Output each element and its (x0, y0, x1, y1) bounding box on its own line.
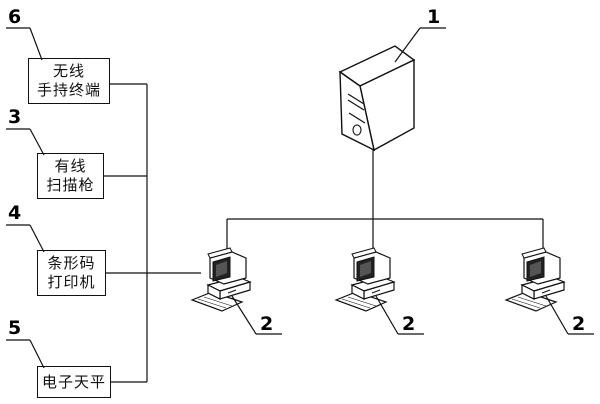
callout-5: 5 (6, 317, 45, 369)
callout-number: 1 (427, 6, 440, 28)
callout-number: 3 (8, 106, 21, 128)
device-label-line: 条形码 (47, 254, 96, 272)
callout-number: 6 (8, 6, 21, 28)
callout-number: 2 (260, 313, 273, 335)
callout-6: 6 (6, 6, 43, 61)
callout-4: 4 (6, 202, 45, 253)
device-label-line: 有线 (54, 157, 87, 175)
callout-number: 5 (8, 317, 21, 339)
device-label-line: 扫描枪 (46, 176, 95, 194)
computer-icon-terminal-1 (191, 247, 251, 312)
callout-3: 3 (6, 106, 45, 156)
callout-1: 1 (394, 6, 446, 63)
callout-number: 2 (572, 313, 585, 335)
device-label-line: 打印机 (47, 273, 96, 291)
device-box-wired-scanner: 有线 扫描枪 (37, 153, 104, 199)
device-box-barcode-printer: 条形码 打印机 (37, 250, 106, 296)
computer-icon-terminal-2 (335, 247, 395, 312)
callout-2-terminal-2: 2 (375, 295, 424, 335)
device-box-electronic-balance: 电子天平 (37, 366, 111, 398)
callout-2-terminal-3: 2 (545, 295, 594, 335)
device-label-line: 手持终端 (36, 81, 101, 99)
server-icon (338, 45, 416, 152)
callout-number: 2 (402, 313, 415, 335)
computer-icon-terminal-3 (505, 247, 565, 312)
callout-number: 4 (8, 202, 21, 224)
callout-2-terminal-1: 2 (231, 295, 282, 335)
device-label-line: 电子天平 (41, 372, 106, 391)
device-label-line: 无线 (52, 62, 85, 80)
device-box-wireless-handheld: 无线 手持终端 (28, 58, 110, 104)
